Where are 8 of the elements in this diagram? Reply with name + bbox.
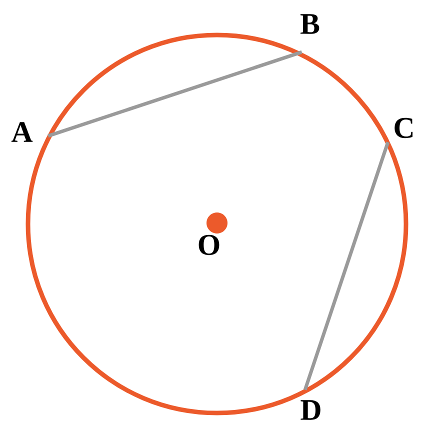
point-label: D <box>300 400 320 420</box>
chord-line <box>303 142 390 390</box>
center-point: O <box>198 212 228 256</box>
chord-line <box>48 50 302 138</box>
node-label: O <box>198 234 220 256</box>
point-label: A <box>11 122 33 142</box>
point-label: B <box>300 14 320 34</box>
point-label: C <box>394 118 413 138</box>
